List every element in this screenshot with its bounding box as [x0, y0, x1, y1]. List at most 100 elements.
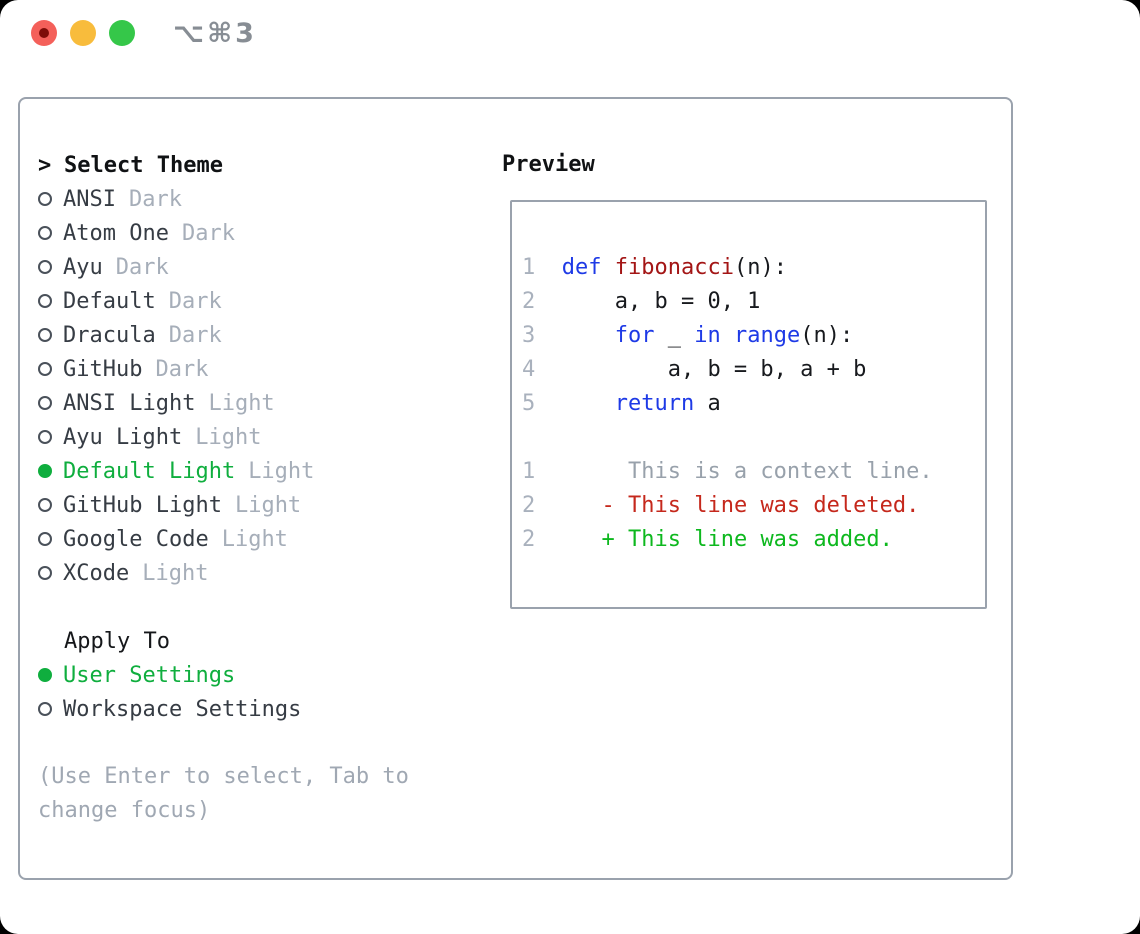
minimize-button[interactable] [70, 20, 96, 46]
apply-option-label: User Settings [63, 662, 236, 688]
theme-option-google-code[interactable]: Google Code Light [38, 522, 468, 556]
apply-option-user-settings[interactable]: User Settings [38, 658, 468, 692]
theme-option-ansi[interactable]: ANSI Dark [38, 182, 468, 216]
close-button[interactable] [31, 20, 57, 46]
code-segment-kw: def [561, 255, 602, 280]
radio-icon [38, 226, 52, 240]
code-segment-kw: range [733, 323, 801, 348]
theme-variant-tag: Light [208, 390, 275, 416]
theme-name: Dracula [63, 322, 156, 348]
preview-line: 4 a, b = b, a + b [522, 353, 985, 387]
code-segment-fn: fibonacci [614, 255, 734, 280]
preview-line: 2 - This line was deleted. [522, 489, 985, 523]
code-segment-code: (n): [733, 255, 787, 280]
preview-line [522, 421, 985, 455]
code-segment-code [562, 527, 602, 552]
theme-name: Ayu Light [63, 424, 183, 450]
code-segment-kw: return [614, 391, 695, 416]
radio-icon [38, 566, 52, 580]
code-segment-del: - This line was deleted. [601, 493, 920, 518]
code-segment-code [562, 493, 602, 518]
theme-name: Default [63, 288, 156, 314]
code-segment-kw: in [694, 323, 721, 348]
theme-name: ANSI Light [63, 390, 196, 416]
theme-variant-tag: Light [248, 458, 315, 484]
theme-option-dracula[interactable]: Dracula Dark [38, 318, 468, 352]
theme-name: GitHub Light [63, 492, 222, 518]
apply-to-header: Apply To [38, 624, 468, 658]
theme-name: ANSI [63, 186, 116, 212]
code-segment-code [721, 323, 734, 348]
code-segment-num: 4 [522, 357, 562, 382]
preview-line: 2 a, b = 0, 1 [522, 285, 985, 319]
code-segment-code: _ [654, 323, 695, 348]
code-segment-ctx: This is a context line. [561, 459, 933, 484]
radio-icon [38, 498, 52, 512]
theme-name: Google Code [63, 526, 209, 552]
theme-variant-tag: Dark [168, 288, 222, 314]
focus-caret-icon: > [38, 152, 52, 178]
code-segment-code [562, 323, 615, 348]
theme-variant-tag: Light [221, 526, 288, 552]
code-segment-num: 2 [522, 289, 562, 314]
code-segment-code [602, 255, 615, 280]
radio-icon [38, 532, 52, 546]
keyboard-hint-text: (Use Enter to select, Tab to change focu… [38, 764, 409, 823]
code-segment-code: a, b = b, a + b [561, 357, 867, 382]
preview-line: 1 def fibonacci(n): [522, 251, 985, 285]
theme-name: Atom One [63, 220, 169, 246]
select-theme-title: Select Theme [64, 152, 223, 178]
radio-icon [38, 192, 52, 206]
preview-line: 3 for _ in range(n): [522, 319, 985, 353]
code-segment-num: 5 [522, 391, 562, 416]
theme-variant-tag: Light [195, 424, 262, 450]
radio-icon [38, 362, 52, 376]
apply-option-label: Workspace Settings [63, 696, 302, 722]
theme-option-atom-one[interactable]: Atom One Dark [38, 216, 468, 250]
radio-selected-icon [38, 668, 52, 682]
radio-icon [38, 260, 52, 274]
code-segment-add: + This line was added. [601, 527, 893, 552]
theme-name: Default Light [63, 458, 236, 484]
code-segment-code: (n): [800, 323, 854, 348]
window-title: ⌥⌘3 [173, 17, 257, 49]
titlebar: ⌥⌘3 [0, 0, 1140, 66]
apply-option-workspace-settings[interactable]: Workspace Settings [38, 692, 468, 726]
theme-variant-tag: Dark [128, 186, 182, 212]
radio-icon [38, 702, 52, 716]
preview-line: 5 return a [522, 387, 985, 421]
theme-option-github-light[interactable]: GitHub Light Light [38, 488, 468, 522]
select-theme-header: > Select Theme [38, 148, 468, 182]
apply-to-title: Apply To [64, 628, 170, 654]
theme-option-default[interactable]: Default Dark [38, 284, 468, 318]
theme-option-ansi-light[interactable]: ANSI Light Light [38, 386, 468, 420]
code-segment-num: 2 [522, 493, 562, 518]
theme-variant-tag: Dark [181, 220, 235, 246]
theme-option-ayu-light[interactable]: Ayu Light Light [38, 420, 468, 454]
radio-icon [38, 294, 52, 308]
preview-line: 1 This is a context line. [522, 455, 985, 489]
radio-icon [38, 396, 52, 410]
code-segment-num: 3 [522, 323, 562, 348]
code-segment-num: 2 [522, 527, 562, 552]
theme-option-default-light[interactable]: Default Light Light [38, 454, 468, 488]
code-segment-code: a [694, 391, 721, 416]
code-segment-code [562, 391, 615, 416]
theme-variant-tag: Light [142, 560, 209, 586]
unsaved-changes-dot [39, 28, 49, 38]
maximize-button[interactable] [109, 20, 135, 46]
theme-variant-tag: Light [234, 492, 302, 518]
radio-selected-icon [38, 464, 52, 478]
code-segment-code: a, b = 0, 1 [561, 289, 761, 314]
theme-variant-tag: Dark [155, 356, 209, 382]
preview-header: Preview [502, 152, 595, 177]
theme-variant-tag: Dark [168, 322, 222, 348]
